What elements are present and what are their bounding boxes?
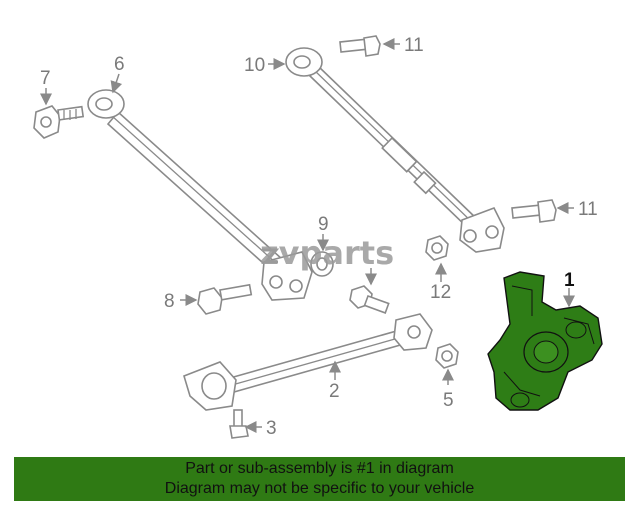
callout-6: 6: [114, 54, 125, 75]
part-11-bolt-upper[interactable]: [339, 35, 381, 57]
callout-10: 10: [244, 55, 265, 76]
banner-line-1: Part or sub-assembly is #1 in diagram: [185, 460, 454, 477]
callout-8: 8: [164, 291, 175, 312]
part-10-adjustable-arm[interactable]: [285, 47, 505, 253]
part-7-bolt[interactable]: [33, 105, 85, 139]
parts-diagram: 1 2 3 5 6 7 8 9 10 11 11 12 zvparts: [33, 35, 603, 439]
part-1-knuckle[interactable]: [487, 271, 603, 411]
callout-2: 2: [329, 381, 340, 402]
callout-3: 3: [266, 418, 277, 439]
callout-5: 5: [443, 390, 454, 411]
part-3-bolt[interactable]: [229, 409, 249, 439]
callout-11-lower: 11: [578, 199, 598, 220]
callout-11-upper: 11: [404, 35, 424, 56]
part-6-control-arm[interactable]: [87, 89, 313, 301]
banner-line-2: Diagram may not be specific to your vehi…: [164, 480, 475, 497]
callout-12: 12: [430, 282, 451, 303]
leader-arrows: [40, 38, 575, 433]
part-5-nut[interactable]: [435, 343, 459, 369]
part-2-lateral-link[interactable]: [183, 313, 433, 411]
watermark-text: zvparts: [260, 234, 394, 272]
watermark-logo: zvparts: [260, 234, 394, 272]
part-8-bolt[interactable]: [197, 283, 253, 315]
info-banner: Part or sub-assembly is #1 in diagram Di…: [14, 457, 625, 501]
part-12-nut[interactable]: [425, 235, 449, 261]
part-9-bushing[interactable]: [310, 251, 334, 277]
callout-9: 9: [318, 214, 329, 235]
callout-1: 1: [564, 270, 575, 291]
part-11-bolt-lower[interactable]: [511, 199, 557, 223]
callout-7: 7: [40, 68, 51, 89]
part-4-bolt[interactable]: [349, 285, 390, 314]
